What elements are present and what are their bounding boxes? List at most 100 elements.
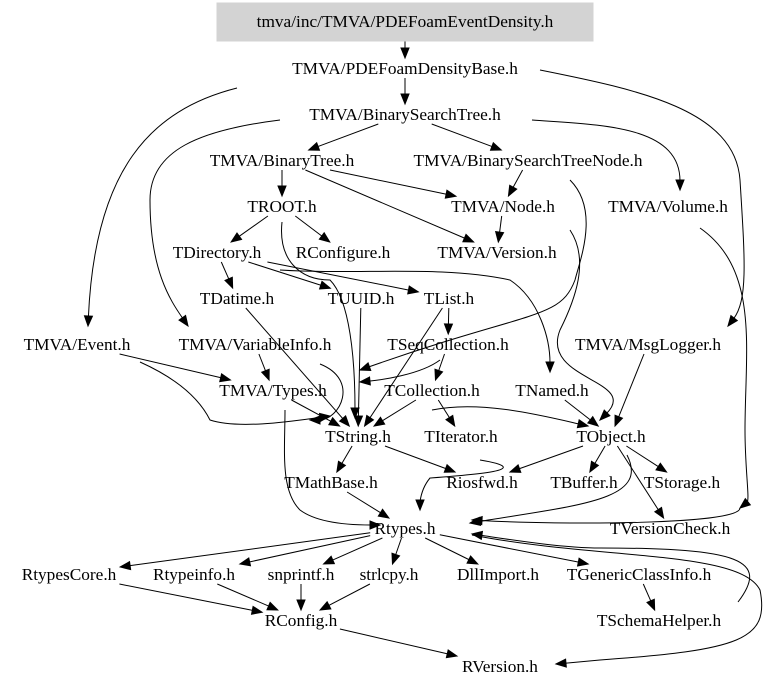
node-tstring[interactable]: TString.h	[325, 427, 391, 446]
edge-line	[381, 399, 417, 422]
node-snprintf[interactable]: snprintf.h	[268, 565, 335, 584]
arrowhead-icon	[738, 497, 752, 509]
node-label: Rtypeinfo.h	[153, 565, 235, 584]
node-label: TString.h	[325, 427, 391, 446]
edge-line	[564, 399, 592, 421]
node-rversion[interactable]: RVersion.h	[462, 657, 538, 676]
node-rtypes[interactable]: Rtypes.h	[375, 519, 436, 538]
arrowhead-icon	[266, 601, 279, 611]
edge-densitybase-to-msglogger	[539, 69, 745, 328]
node-volume[interactable]: TMVA/Volume.h	[608, 197, 728, 216]
node-tdatime[interactable]: TDatime.h	[200, 289, 275, 308]
node-types[interactable]: TMVA/Types.h	[219, 381, 327, 400]
node-densitybase[interactable]: TMVA/PDEFoamDensityBase.h	[292, 59, 518, 78]
node-root[interactable]: tmva/inc/TMVA/PDEFoamEventDensity.h	[216, 2, 594, 42]
edge-snprintf-to-rconfig	[296, 584, 306, 612]
edge-tcollection-to-tstring	[372, 399, 417, 427]
node-rtypescore[interactable]: RtypesCore.h	[22, 565, 117, 584]
node-label: strlcpy.h	[360, 565, 419, 584]
arrowhead-icon	[219, 372, 232, 383]
node-node[interactable]: TMVA/Node.h	[451, 197, 555, 216]
arrowhead-icon	[318, 600, 332, 611]
edge-densitybase-to-bst	[400, 78, 410, 106]
edge-tobject-to-tversioncheck	[616, 445, 665, 520]
node-label: TMVA/VariableInfo.h	[179, 335, 332, 354]
node-label: Rtypes.h	[375, 519, 436, 538]
arrowhead-icon	[358, 376, 371, 386]
arrowhead-icon	[338, 414, 351, 428]
node-tmathbase[interactable]: TMathBase.h	[284, 473, 378, 492]
node-tobject[interactable]: TObject.h	[576, 427, 646, 446]
edge-bst-to-bstnode	[431, 123, 503, 151]
node-tnamed[interactable]: TNamed.h	[515, 381, 589, 400]
edge-line	[431, 406, 580, 425]
arrowhead-icon	[336, 460, 347, 474]
edge-line	[294, 215, 323, 237]
edge-line	[327, 583, 371, 607]
node-label: TCollection.h	[384, 381, 480, 400]
edge-rtypes-to-rtypeinfo	[238, 535, 371, 567]
edge-line	[531, 119, 681, 182]
node-label: TStorage.h	[644, 473, 721, 492]
node-strlcpy[interactable]: strlcpy.h	[360, 565, 419, 584]
edge-tgenericclassinfo-to-tschemahelper	[642, 583, 656, 612]
edge-line	[539, 69, 745, 320]
node-tstorage[interactable]: TStorage.h	[644, 473, 721, 492]
edge-line	[439, 534, 580, 563]
arrowhead-icon	[589, 460, 600, 474]
node-tversioncheck[interactable]: TVersionCheck.h	[610, 519, 731, 538]
node-varinfo[interactable]: TMVA/VariableInfo.h	[179, 335, 332, 354]
arrowhead-icon	[508, 464, 522, 473]
edge-bst-to-volume	[531, 119, 685, 192]
arrowhead-icon	[444, 189, 458, 199]
arrowhead-icon	[470, 515, 483, 526]
nodes-layer: tmva/inc/TMVA/PDEFoamEventDensity.hTMVA/…	[22, 2, 731, 676]
node-rconfig[interactable]: RConfig.h	[265, 611, 338, 630]
arrowhead-icon	[400, 47, 410, 60]
node-tdirectory[interactable]: TDirectory.h	[173, 243, 262, 262]
node-titerator[interactable]: TIterator.h	[424, 427, 498, 446]
node-label: TMVA/BinarySearchTreeNode.h	[414, 151, 643, 170]
node-troot[interactable]: TROOT.h	[247, 197, 317, 216]
edge-troot-to-tstring	[281, 221, 360, 420]
node-event[interactable]: TMVA/Event.h	[24, 335, 131, 354]
node-riosfwd[interactable]: Riosfwd.h	[446, 473, 518, 492]
edge-line	[499, 215, 503, 234]
edge-rtypes-to-rtypescore	[118, 532, 371, 571]
node-label: RVersion.h	[462, 657, 538, 676]
node-bst[interactable]: TMVA/BinarySearchTree.h	[309, 105, 501, 124]
node-tuuid[interactable]: TUUID.h	[328, 289, 395, 308]
edge-msglogger-to-tobject	[614, 353, 645, 428]
node-label: RConfigure.h	[296, 243, 391, 262]
edge-rconfig-to-rversion	[339, 628, 459, 659]
arrowhead-icon	[328, 416, 341, 427]
node-bintree[interactable]: TMVA/BinaryTree.h	[210, 151, 355, 170]
edge-tseqcoll-to-tcollection	[434, 353, 445, 382]
edge-tuuid-to-tstring	[353, 307, 364, 428]
node-tcollection[interactable]: TCollection.h	[384, 381, 480, 400]
node-tschemahelper[interactable]: TSchemaHelper.h	[597, 611, 722, 630]
arrowhead-icon	[653, 506, 665, 520]
node-tgenericclassinfo[interactable]: TGenericClassInfo.h	[567, 565, 712, 584]
node-rtypeinfo[interactable]: Rtypeinfo.h	[153, 565, 235, 584]
node-rconfigure[interactable]: RConfigure.h	[296, 243, 391, 262]
edge-tdatime-to-tstring	[245, 307, 351, 428]
node-version[interactable]: TMVA/Version.h	[437, 243, 557, 262]
node-msglogger[interactable]: TMVA/MsgLogger.h	[575, 335, 721, 354]
node-tbuffer[interactable]: TBuffer.h	[550, 473, 618, 492]
arrowhead-icon	[308, 415, 321, 425]
edge-line	[478, 454, 632, 522]
node-tlist[interactable]: TList.h	[424, 289, 475, 308]
node-label: TGenericClassInfo.h	[567, 565, 712, 584]
edge-rtypes-to-rversion	[471, 534, 763, 668]
node-label: TObject.h	[576, 427, 646, 446]
node-label: TMVA/BinaryTree.h	[210, 151, 355, 170]
node-label: TMVA/Types.h	[219, 381, 327, 400]
edge-bintree-to-node	[329, 169, 458, 199]
node-bstnode[interactable]: TMVA/BinarySearchTreeNode.h	[414, 151, 643, 170]
arrowhead-icon	[358, 362, 372, 371]
edge-line	[220, 261, 230, 280]
node-dllimport[interactable]: DllImport.h	[457, 565, 539, 584]
node-tseqcoll[interactable]: TSeqCollection.h	[387, 335, 509, 354]
